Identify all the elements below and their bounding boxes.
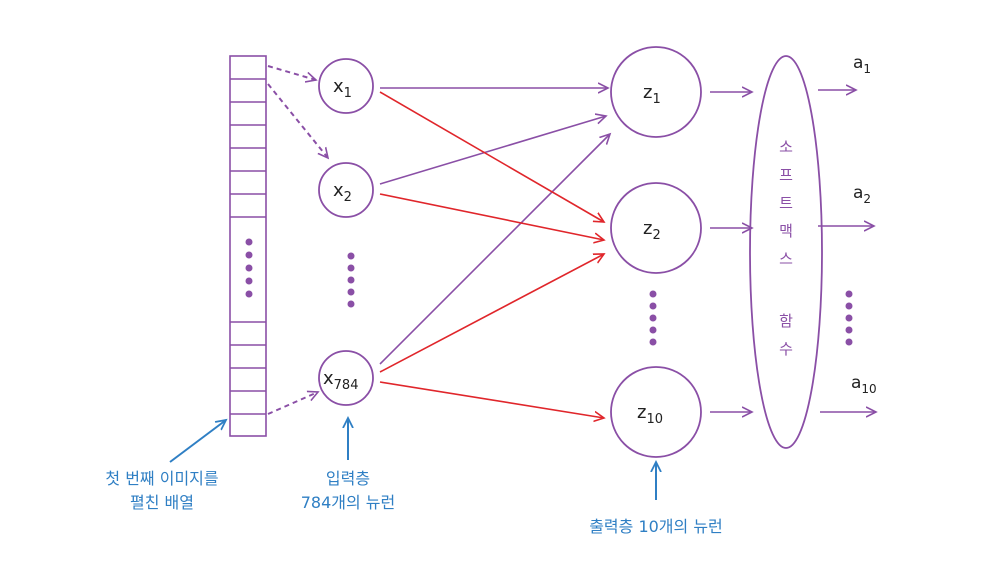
connections-red: [379, 91, 604, 418]
input-neurons: [318, 58, 374, 406]
input-label-1: x1: [333, 76, 352, 101]
softmax-output-label-10: a10: [851, 373, 877, 396]
output-label-10: z10: [637, 402, 663, 427]
annotation-output-line1: 출력층 10개의 뉴런: [589, 517, 723, 536]
connections-purple: [379, 88, 610, 365]
softmax-label: 소 프 트 맥 스 함 수: [779, 138, 793, 358]
annotation-input-line1: 입력층: [326, 469, 370, 488]
annotation-image-line1: 첫 번째 이미지를: [105, 469, 218, 488]
softmax-output-label-2: a2: [853, 183, 871, 206]
a-ellipsis-dots: [845, 290, 853, 346]
softmax-char-2: 프: [779, 166, 793, 184]
softmax-output-label-1: a1: [853, 53, 871, 76]
input-ellipsis-dots: [347, 252, 355, 308]
output-neuron-10: [610, 366, 702, 458]
input-neuron-1: [318, 58, 374, 114]
softmax-char-1: 소: [779, 138, 793, 156]
output-label-1: z1: [643, 82, 661, 107]
softmax-ellipse: [749, 55, 823, 449]
input-label-2: x2: [333, 180, 352, 205]
softmax-char-7: 수: [779, 340, 793, 358]
softmax-char-3: 트: [779, 194, 793, 212]
output-ellipsis-dots: [649, 290, 657, 346]
output-to-softmax-arrows: [710, 92, 752, 412]
output-neurons: [610, 46, 702, 458]
array-ellipsis-dots: [245, 238, 253, 298]
output-label-2: z2: [643, 218, 661, 243]
input-label-784: x784: [323, 368, 358, 393]
input-neuron-2: [318, 162, 374, 218]
annotation-image-line2: 펼친 배열: [130, 493, 194, 512]
array-to-input-arrows: [267, 65, 328, 415]
softmax-char-6: 함: [779, 312, 793, 330]
softmax-char-4: 맥: [779, 222, 793, 240]
softmax-char-5: 스: [779, 250, 793, 268]
flattened-image-array: [229, 55, 267, 437]
output-neuron-1: [610, 46, 702, 138]
annotation-input-line2: 784개의 뉴런: [301, 493, 396, 512]
input-neuron-784: [318, 350, 374, 406]
annotation-arrows: [169, 418, 656, 500]
output-neuron-2: [610, 182, 702, 274]
softmax-output-arrows: [818, 90, 876, 412]
